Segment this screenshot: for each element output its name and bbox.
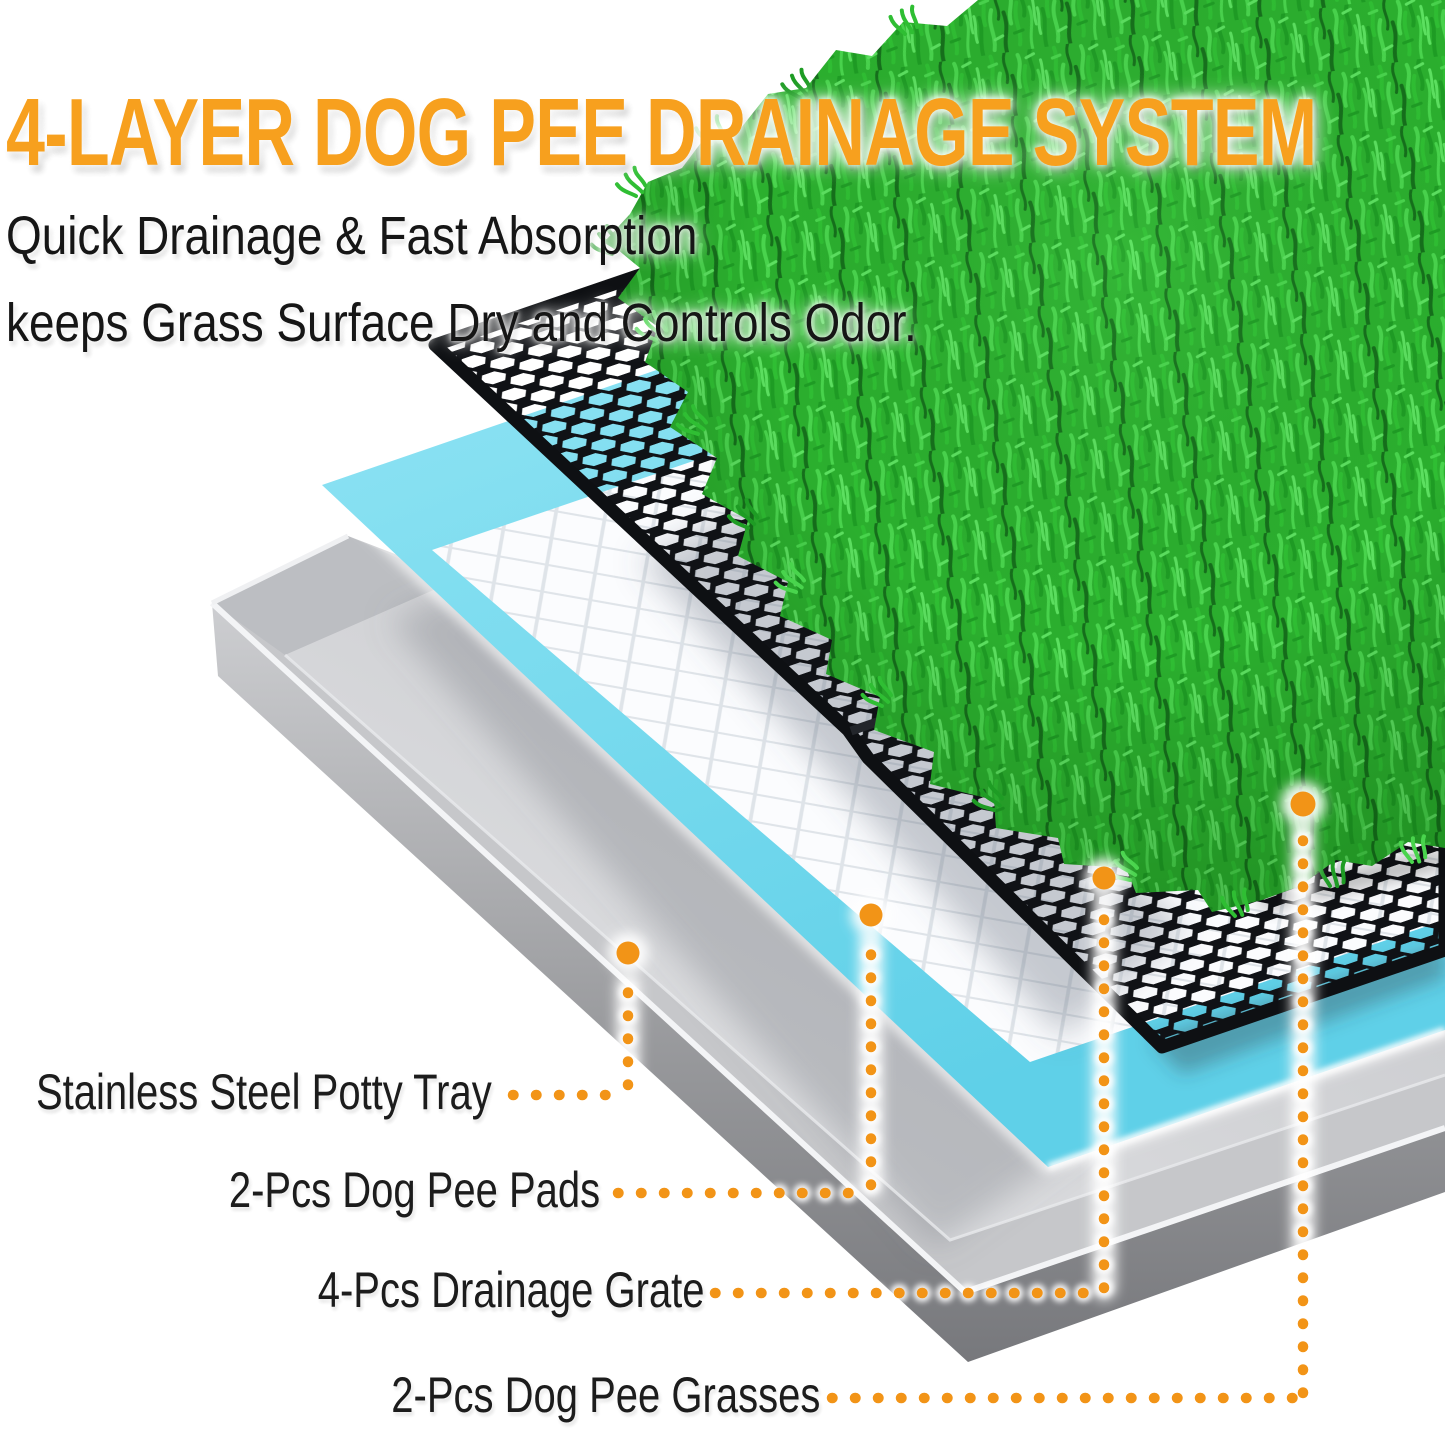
- grass-layer: [589, 0, 1445, 922]
- callout-dot-pads: [859, 903, 883, 927]
- headline: 4-LAYER DOG PEE DRAINAGE SYSTEM: [6, 79, 1317, 186]
- leader-pads: [612, 934, 877, 1199]
- label-pee-pads: 2-Pcs Dog Pee Pads: [228, 1162, 600, 1218]
- label-drainage-grate: 4-Pcs Drainage Grate: [318, 1262, 705, 1318]
- callout-dot-grate: [1092, 866, 1116, 890]
- subtitle-line-1: Quick Drainage & Fast Absorption: [6, 206, 698, 266]
- leader-grass: [826, 824, 1309, 1404]
- leader-tray: [507, 979, 634, 1101]
- callout-dot-tray: [616, 941, 640, 965]
- label-pee-grasses: 2-Pcs Dog Pee Grasses: [390, 1367, 820, 1423]
- leader-grate: [709, 897, 1110, 1299]
- callout-leader-lines: [504, 782, 1325, 1407]
- subtitle-line-2: keeps Grass Surface Dry and Controls Odo…: [6, 293, 917, 353]
- label-potty-tray: Stainless Steel Potty Tray: [36, 1064, 492, 1120]
- callout-dot-grass: [1290, 791, 1316, 817]
